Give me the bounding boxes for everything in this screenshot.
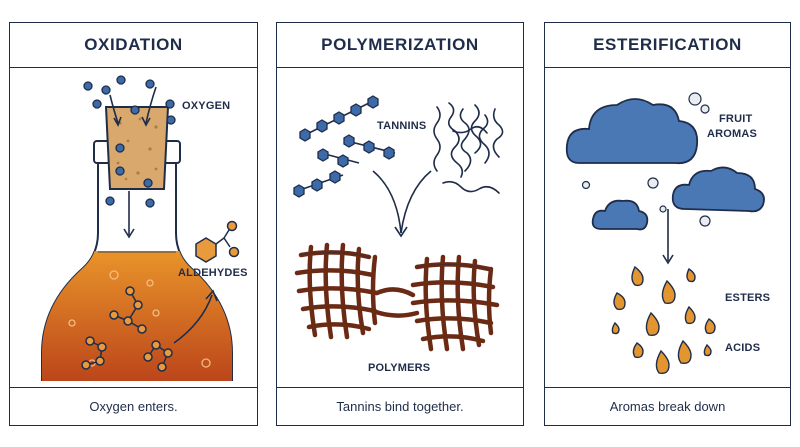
oxygen-bubbles xyxy=(83,75,176,208)
polymerization-panel: POLYMERIZATION xyxy=(276,22,524,426)
polymers-label: POLYMERS xyxy=(368,362,430,374)
polymer-network xyxy=(294,242,500,352)
tannin-strands xyxy=(433,102,504,194)
oxidation-illustration: OXYGEN ALDEHYDES xyxy=(41,75,248,381)
aroma-clouds xyxy=(565,98,765,231)
fruit-aromas-label-line2: AROMAS xyxy=(707,128,757,140)
tannin-chains xyxy=(293,95,396,198)
tannins-label: TANNINS xyxy=(377,120,426,132)
esters-label: ESTERS xyxy=(725,292,770,304)
acids-label: ACIDS xyxy=(725,342,760,354)
oxygen-label: OXYGEN xyxy=(182,100,230,112)
esterification-illustration: FRUIT AROMAS ESTERS ACIDS xyxy=(565,92,770,375)
aldehydes-label: ALDEHYDES xyxy=(178,267,248,279)
ester-acid-droplets xyxy=(611,265,716,375)
aldehyde-molecule xyxy=(195,220,240,263)
polymerization-caption: Tannins bind together. xyxy=(277,387,523,425)
polymerization-title: POLYMERIZATION xyxy=(277,23,523,68)
oxidation-caption: Oxygen enters. xyxy=(10,387,257,425)
wine-molecules xyxy=(81,286,173,372)
oxidation-title: OXIDATION xyxy=(10,23,257,68)
oxidation-panel: OXIDATION xyxy=(9,22,258,426)
esterification-title: ESTERIFICATION xyxy=(545,23,790,68)
polymerization-illustration: TANNINS PO xyxy=(293,95,504,374)
fruit-aromas-label-line1: FRUIT xyxy=(719,113,752,125)
esterification-caption: Aromas break down xyxy=(545,387,790,425)
esterification-panel: ESTERIFICATION FRUIT AROMAS xyxy=(544,22,791,426)
